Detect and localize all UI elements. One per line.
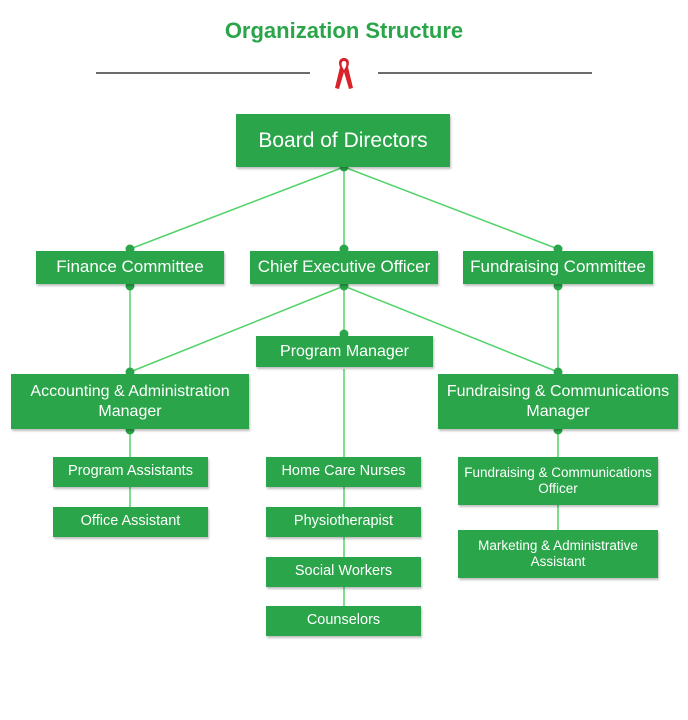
red-ribbon-icon — [335, 58, 353, 89]
node-program-assistants: Program Assistants — [53, 457, 208, 487]
node-chief-executive-officer: Chief Executive Officer — [250, 251, 438, 284]
node-marketing-administrative-assistant: Marketing & Administrative Assistant — [458, 530, 658, 578]
node-physiotherapist: Physiotherapist — [266, 507, 421, 537]
node-accounting-administration-manager: Accounting & Administration Manager — [11, 374, 249, 429]
node-counselors: Counselors — [266, 606, 421, 636]
node-finance-committee: Finance Committee — [36, 251, 224, 284]
node-fundraising-communications-manager: Fundraising & Communications Manager — [438, 374, 678, 429]
node-board-of-directors: Board of Directors — [236, 114, 450, 167]
title-rule-left — [96, 72, 310, 74]
node-office-assistant: Office Assistant — [53, 507, 208, 537]
page-title: Organization Structure — [224, 18, 464, 43]
node-home-care-nurses: Home Care Nurses — [266, 457, 421, 487]
node-fundraising-committee: Fundraising Committee — [463, 251, 653, 284]
node-fundraising-communications-officer: Fundraising & Communications Officer — [458, 457, 658, 505]
node-social-workers: Social Workers — [266, 557, 421, 587]
node-program-manager: Program Manager — [256, 336, 433, 367]
title-rule-right — [378, 72, 592, 74]
